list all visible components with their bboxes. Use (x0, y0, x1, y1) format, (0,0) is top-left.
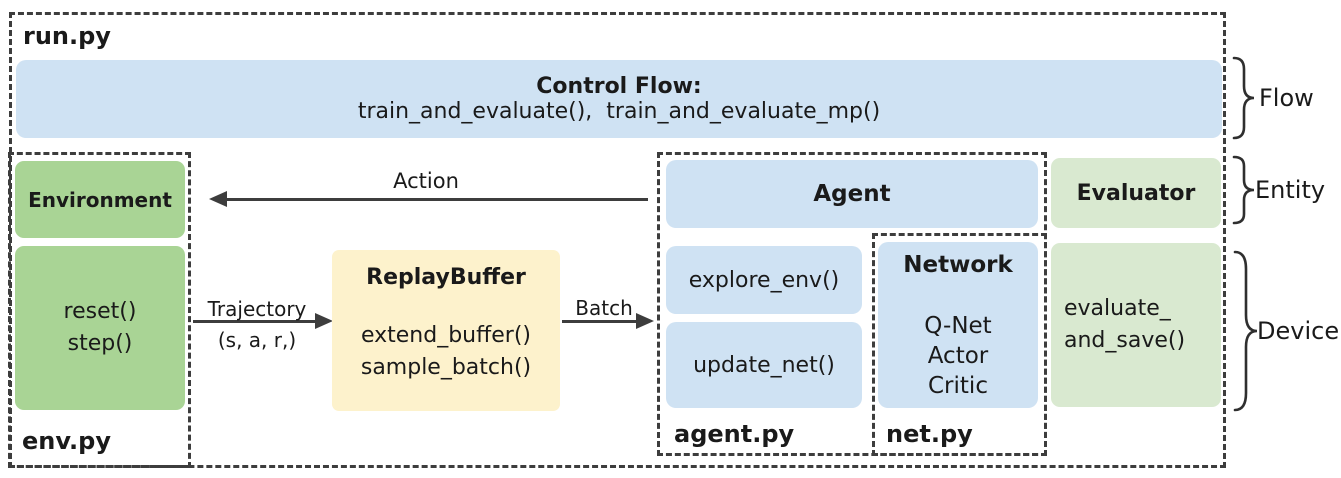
evaluator-box: Evaluator (1051, 158, 1221, 228)
network-title: Network (903, 252, 1013, 278)
replay-buffer-title: ReplayBuffer (366, 265, 526, 290)
control-flow-title: Control Flow: (536, 74, 702, 99)
explore-env-label: explore_env() (688, 267, 840, 293)
replay-buffer-method-sample: sample_batch() (360, 355, 532, 380)
trajectory-arrow-line (193, 320, 316, 323)
env-method-reset: reset() (63, 299, 137, 324)
network-item-actor: Actor (927, 343, 989, 369)
environment-label: Environment (28, 187, 172, 212)
trajectory-label: Trajectory (207, 297, 307, 321)
control-flow-functions: train_and_evaluate(), train_and_evaluate… (357, 99, 881, 124)
env-method-step: step() (67, 331, 133, 356)
environment-box: Environment (15, 161, 185, 238)
device-label: Device (1257, 317, 1340, 345)
evaluator-label: Evaluator (1076, 180, 1196, 206)
replay-buffer-box: ReplayBuffer extend_buffer() sample_batc… (332, 250, 560, 411)
control-flow-banner: Control Flow: train_and_evaluate(), trai… (16, 60, 1222, 138)
trajectory-arrowhead-icon (315, 313, 333, 329)
update-net-box: update_net() (666, 322, 862, 408)
explore-env-box: explore_env() (666, 246, 862, 314)
agent-label: Agent (813, 181, 891, 207)
env-methods-box: reset() step() (15, 246, 185, 410)
run-file-label: run.py (23, 22, 111, 50)
network-box: Network Q-Net Actor Critic (878, 242, 1038, 408)
net-file-label: net.py (886, 420, 973, 448)
env-module-box (8, 152, 191, 468)
flow-label: Flow (1259, 84, 1314, 112)
agent-box: Agent (666, 160, 1038, 228)
evaluate-and-save-box: evaluate_ and_save() (1051, 243, 1221, 407)
action-arrow-line (226, 198, 648, 201)
batch-arrowhead-icon (636, 313, 654, 329)
entity-brace-icon (1232, 155, 1255, 225)
replay-buffer-method-extend: extend_buffer() (360, 323, 532, 348)
evaluate-method-line2: and_save() (1064, 328, 1186, 353)
flow-brace-icon (1232, 56, 1255, 140)
device-brace-icon (1233, 250, 1258, 412)
agent-file-label: agent.py (674, 420, 795, 448)
net-module-box (872, 233, 1047, 456)
action-label: Action (393, 169, 459, 193)
batch-arrow-line (562, 320, 637, 323)
trajectory-sublabel: (s, a, r,) (217, 328, 297, 352)
env-file-label: env.py (22, 427, 111, 455)
network-item-critic: Critic (928, 373, 988, 399)
network-item-qnet: Q-Net (924, 313, 992, 339)
entity-label: Entity (1255, 176, 1326, 204)
batch-label: Batch (575, 296, 633, 320)
action-arrowhead-icon (209, 191, 227, 207)
update-net-label: update_net() (693, 352, 835, 378)
evaluate-method-line1: evaluate_ (1064, 296, 1171, 321)
